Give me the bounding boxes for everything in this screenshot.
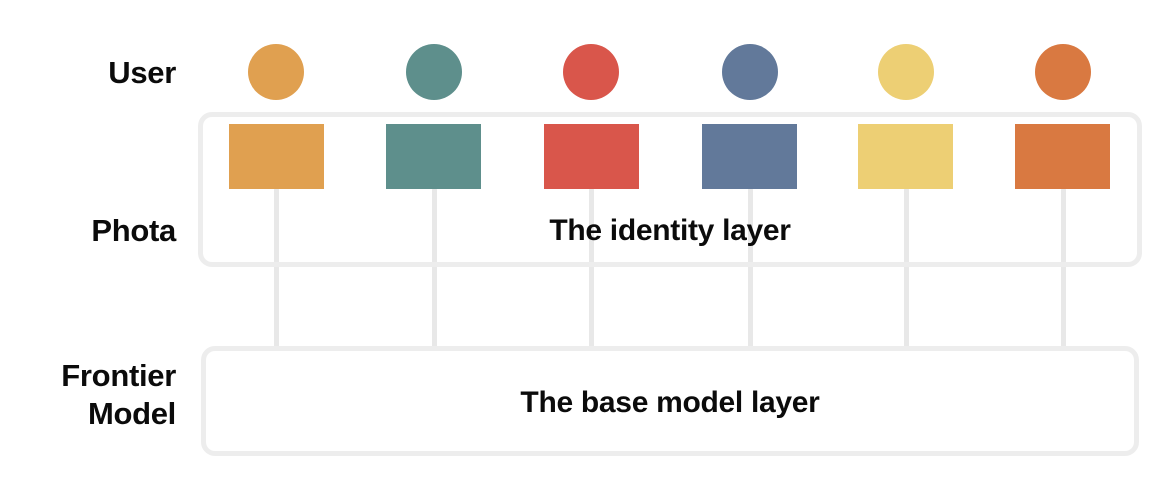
row-label-phota: Phota — [91, 213, 176, 248]
base-model-layer-box — [201, 346, 1139, 456]
identity-rect-5[interactable] — [858, 124, 953, 189]
user-circle-3[interactable] — [563, 44, 619, 100]
identity-layer-caption: The identity layer — [549, 214, 791, 247]
user-circle-1[interactable] — [248, 44, 304, 100]
user-circle-5[interactable] — [878, 44, 934, 100]
connector-line-agent-2 — [432, 188, 437, 351]
identity-rect-3[interactable] — [544, 124, 639, 189]
connector-line-agent-3 — [589, 188, 594, 351]
row-label-user: User — [108, 55, 176, 90]
base-model-layer-caption: The base model layer — [520, 386, 820, 419]
identity-layer-box — [198, 112, 1142, 267]
identity-rect-1[interactable] — [229, 124, 324, 189]
row-label-frontier-model: Frontier Model — [61, 358, 176, 431]
user-circle-6[interactable] — [1035, 44, 1091, 100]
user-circle-4[interactable] — [722, 44, 778, 100]
user-circle-2[interactable] — [406, 44, 462, 100]
identity-rect-4[interactable] — [702, 124, 797, 189]
connector-line-agent-6 — [1061, 188, 1066, 351]
identity-rect-6[interactable] — [1015, 124, 1110, 189]
connector-line-agent-1 — [274, 188, 279, 351]
connector-line-agent-4 — [748, 188, 753, 351]
identity-rect-2[interactable] — [386, 124, 481, 189]
connector-line-agent-5 — [904, 188, 909, 351]
